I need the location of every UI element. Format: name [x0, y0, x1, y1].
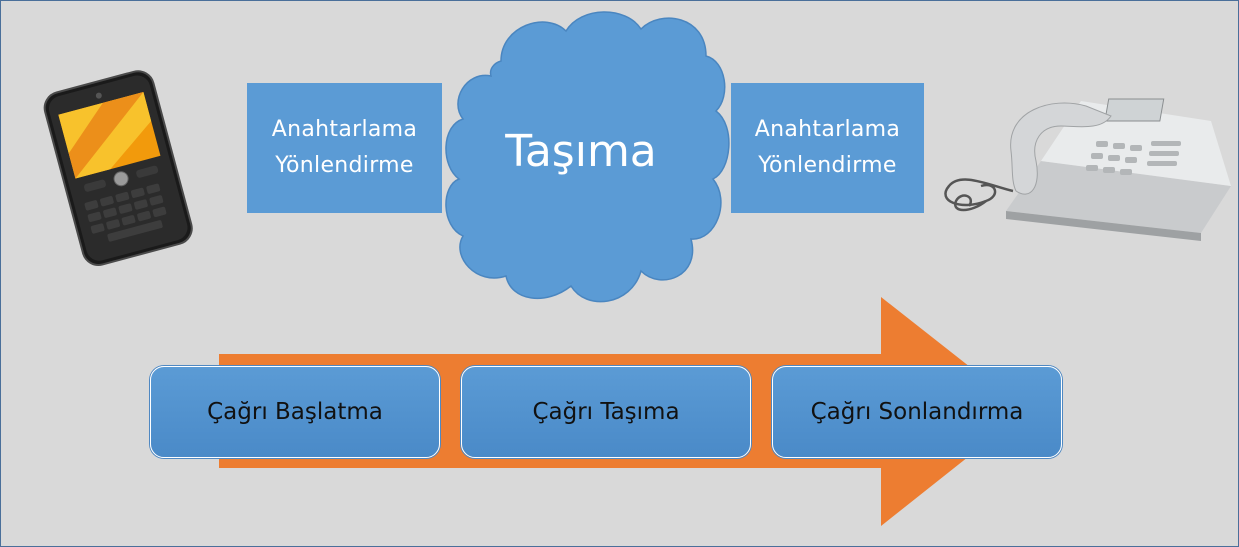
desk-phone-icon: [944, 98, 1231, 241]
left-box-line2: Yönlendirme: [275, 153, 414, 178]
phase-call-transport: Çağrı Taşıma: [461, 366, 751, 458]
cloud-icon: [445, 11, 730, 303]
phase-call-teardown: Çağrı Sonlandırma: [772, 366, 1062, 458]
cloud-label: Taşıma: [505, 126, 657, 177]
right-switching-box: Anahtarlama Yönlendirme: [731, 83, 924, 213]
left-box-line1: Anahtarlama: [271, 117, 418, 142]
right-box-line1: Anahtarlama: [754, 117, 901, 142]
phase-call-setup: Çağrı Başlatma: [150, 366, 440, 458]
mobile-phone-icon: [43, 70, 193, 266]
right-box-line2: Yönlendirme: [758, 153, 897, 178]
left-switching-box: Anahtarlama Yönlendirme: [247, 83, 442, 213]
